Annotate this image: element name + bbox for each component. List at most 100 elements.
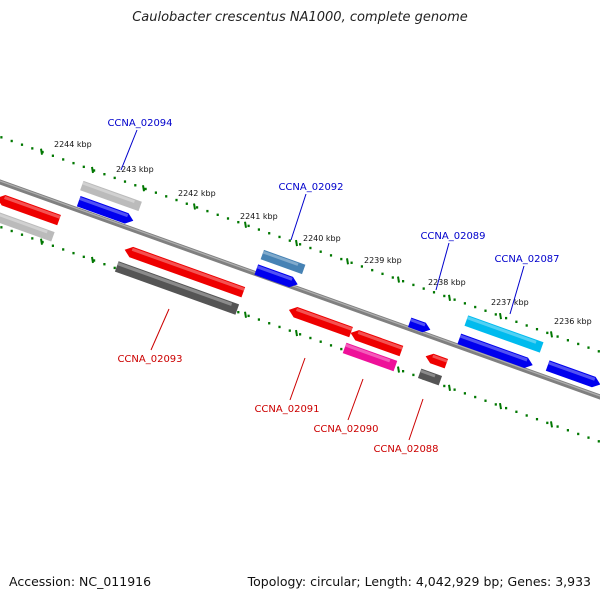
inner-scale-dot bbox=[505, 406, 508, 410]
inner-scale-dot bbox=[474, 395, 477, 399]
outer-scale-dot bbox=[196, 206, 199, 209]
outer-scale-major-tick bbox=[448, 294, 451, 302]
inner-scale-major-tick bbox=[244, 311, 247, 318]
inner-scale-dot bbox=[41, 240, 44, 244]
gene-bar-magenta-sheen bbox=[345, 343, 391, 363]
outer-scale-dot bbox=[185, 202, 188, 205]
inner-scale-major-tick bbox=[397, 366, 400, 373]
outer-scale-dot bbox=[515, 320, 518, 324]
outer-scale-dot bbox=[556, 335, 559, 338]
outer-scale-dot bbox=[309, 246, 312, 250]
gene-arrow-red[interactable] bbox=[349, 328, 404, 357]
gene-arrow-red-sheen bbox=[4, 195, 61, 219]
scale-label-kbp: 2237 kbp bbox=[491, 298, 529, 307]
gene-arrow-red[interactable] bbox=[424, 352, 449, 369]
outer-scale-dot bbox=[391, 276, 394, 279]
inner-scale-dot bbox=[247, 314, 250, 318]
outer-scale-dot bbox=[154, 191, 157, 194]
scale-label-kbp: 2243 kbp bbox=[116, 165, 154, 174]
gene-label-leader bbox=[289, 357, 306, 401]
map-title: Caulobacter crescentus NA1000, complete … bbox=[132, 10, 468, 25]
gene-arrow-red[interactable] bbox=[287, 305, 353, 338]
outer-scale-dot bbox=[113, 176, 116, 180]
outer-scale-dot bbox=[288, 239, 291, 242]
gene-bar-steel-blue-sheen bbox=[262, 250, 299, 266]
inner-scale-dot bbox=[484, 399, 487, 402]
gene-label[interactable]: CCNA_02091 bbox=[254, 404, 319, 415]
outer-scale-dot bbox=[0, 136, 3, 139]
gene-bar-dark-gray-sheen bbox=[117, 262, 233, 306]
outer-scale-dot bbox=[505, 316, 508, 320]
inner-scale-major-tick bbox=[448, 384, 451, 392]
outer-scale-dot bbox=[484, 309, 487, 312]
inner-scale-dot bbox=[319, 340, 322, 343]
outer-scale-dot bbox=[453, 298, 456, 301]
outer-scale-major-tick bbox=[550, 331, 553, 338]
inner-scale-dot bbox=[237, 310, 240, 314]
gene-label[interactable]: CCNA_02090 bbox=[313, 424, 378, 435]
inner-scale-dot bbox=[299, 333, 302, 336]
inner-scale-dot bbox=[288, 329, 291, 332]
inner-scale-dot bbox=[62, 248, 65, 251]
gene-label-leader bbox=[120, 129, 138, 171]
inner-scale-dot bbox=[93, 259, 96, 262]
inner-scale-major-tick bbox=[91, 256, 94, 264]
outer-scale-dot bbox=[494, 313, 497, 316]
gene-label-leader bbox=[408, 398, 424, 441]
scale-label-kbp: 2242 kbp bbox=[178, 189, 216, 198]
scale-label-kbp: 2239 kbp bbox=[364, 256, 402, 265]
outer-scale-dot bbox=[165, 195, 168, 198]
outer-scale-dot bbox=[41, 150, 44, 154]
gene-label[interactable]: CCNA_02094 bbox=[107, 118, 172, 129]
outer-scale-dot bbox=[226, 217, 230, 220]
inner-scale-dot bbox=[566, 429, 569, 432]
outer-scale-dot bbox=[319, 250, 322, 253]
inner-scale-major-tick bbox=[499, 402, 502, 410]
outer-scale-major-tick bbox=[40, 148, 43, 155]
gene-label[interactable]: CCNA_02088 bbox=[373, 444, 438, 455]
gene-arrow-red-sheen bbox=[432, 354, 448, 363]
gene-label-leader bbox=[150, 308, 170, 351]
outer-scale-dot bbox=[268, 232, 271, 235]
gene-bar-dark-gray-sheen bbox=[420, 369, 436, 378]
gene-bar-light-gray-sheen bbox=[0, 209, 48, 234]
scale-label-kbp: 2240 kbp bbox=[303, 234, 341, 243]
inner-scale-dot bbox=[340, 347, 343, 351]
outer-scale-dot bbox=[402, 280, 405, 283]
gene-label[interactable]: CCNA_02093 bbox=[117, 354, 182, 365]
outer-scale-dot bbox=[103, 173, 106, 176]
outer-scale-dot bbox=[82, 165, 85, 169]
inner-scale-dot bbox=[546, 421, 549, 425]
genome-backbone-highlight bbox=[0, 180, 600, 397]
gene-arrow-blue-sheen bbox=[459, 334, 528, 362]
inner-scale-dot bbox=[535, 417, 539, 421]
gene-label-leader bbox=[347, 378, 364, 421]
outer-scale-dot bbox=[144, 187, 147, 191]
gene-arrow-red[interactable] bbox=[123, 245, 246, 298]
scale-label-kbp: 2244 kbp bbox=[54, 140, 92, 149]
gene-label[interactable]: CCNA_02089 bbox=[420, 231, 485, 242]
outer-scale-dot bbox=[371, 268, 374, 272]
outer-scale-dot bbox=[474, 305, 477, 309]
gene-arrow-red[interactable] bbox=[0, 193, 61, 226]
outer-scale-dot bbox=[10, 139, 13, 143]
accession-text: Accession: NC_011916 bbox=[9, 574, 152, 589]
genome-backbone bbox=[0, 179, 600, 400]
inner-scale-dot bbox=[556, 425, 559, 428]
outer-scale-dot bbox=[175, 198, 178, 202]
outer-scale-dot bbox=[535, 327, 539, 331]
inner-scale-dot bbox=[113, 266, 116, 270]
inner-scale-dot bbox=[51, 244, 54, 247]
inner-scale-dot bbox=[268, 322, 271, 325]
outer-scale-dot bbox=[31, 147, 34, 150]
inner-scale-dot bbox=[463, 392, 466, 395]
gene-label[interactable]: CCNA_02092 bbox=[278, 182, 343, 193]
gene-label-leader bbox=[509, 265, 525, 315]
inner-scale-dot bbox=[525, 414, 528, 417]
inner-scale-dot bbox=[515, 410, 518, 414]
gene-label[interactable]: CCNA_02087 bbox=[494, 254, 559, 265]
scale-label-kbp: 2241 kbp bbox=[240, 212, 278, 221]
outer-scale-dot bbox=[216, 213, 219, 216]
inner-scale-dot bbox=[257, 318, 260, 321]
